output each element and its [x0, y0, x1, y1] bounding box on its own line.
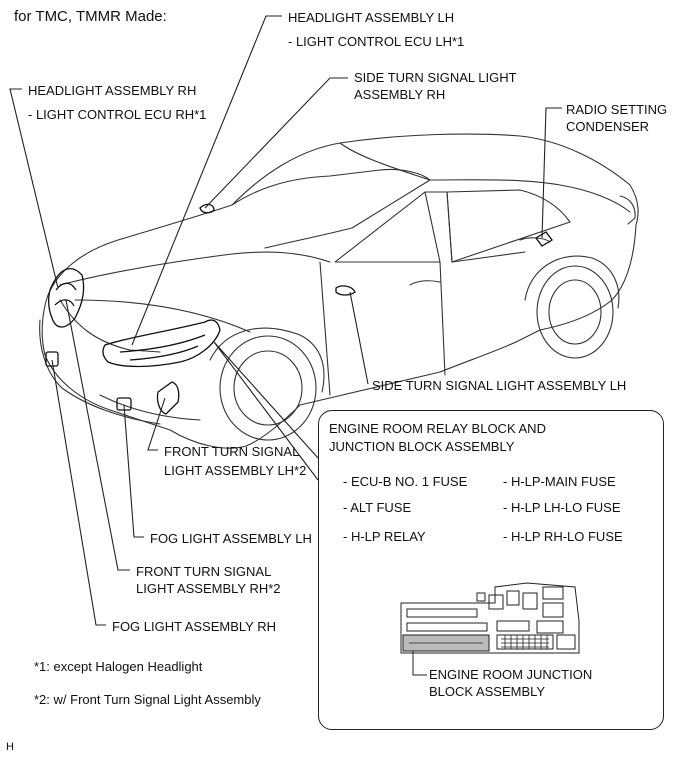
junction-block-drawing — [400, 582, 580, 654]
leader-headlight-lh — [131, 15, 282, 346]
note-1: *1: except Halogen Headlight — [34, 659, 203, 674]
junction-leader-line — [412, 651, 427, 676]
note-2: *2: w/ Front Turn Signal Light Assembly — [34, 692, 261, 707]
leader-front-turn-rh — [65, 299, 130, 571]
leader-radio — [541, 107, 562, 239]
headlight-lh-label: HEADLIGHT ASSEMBLY LH — [288, 10, 455, 25]
front-wheel — [219, 335, 317, 441]
light-ecu-lh-label: - LIGHT CONTROL ECU LH*1 — [288, 34, 465, 49]
grille — [59, 299, 161, 353]
leader-side-turn-lh — [349, 291, 369, 385]
side-turn-lh-label: SIDE TURN SIGNAL LIGHT ASSEMBLY LH — [372, 378, 627, 393]
fog-lh-label: FOG LIGHT ASSEMBLY LH — [150, 531, 312, 546]
relay-item-alt-fuse: - ALT FUSE — [343, 500, 412, 515]
relay-item-hlp-rh-lo-fuse: - H-LP RH-LO FUSE — [503, 529, 623, 544]
side-window-rear — [446, 189, 571, 263]
relay-box-title-line2: JUNCTION BLOCK ASSEMBLY — [329, 439, 515, 454]
front-bumper — [39, 319, 161, 425]
page-title: for TMC, TMMR Made: — [14, 8, 167, 25]
leader-fog-rh — [51, 359, 106, 626]
junction-label-line2: BLOCK ASSEMBLY — [429, 684, 546, 699]
car-body-outline — [41, 133, 639, 449]
front-turn-lh-label-line2: LIGHT ASSEMBLY LH*2 — [164, 463, 307, 478]
corner-mark: H — [6, 741, 14, 753]
side-turn-rh-label-line2: ASSEMBLY RH — [354, 87, 446, 102]
rear-wheel — [536, 265, 614, 359]
leader-side-turn-rh — [204, 77, 348, 209]
leader-front-turn-lh — [147, 397, 166, 451]
front-turn-lh-part — [156, 381, 180, 415]
relay-item-hlp-main-fuse: - H-LP-MAIN FUSE — [503, 474, 616, 489]
front-turn-rh-label-line2: LIGHT ASSEMBLY RH*2 — [136, 581, 281, 596]
leader-fog-lh — [123, 404, 144, 538]
relay-box-title-line1: ENGINE ROOM RELAY BLOCK AND — [329, 421, 546, 436]
relay-item-ecu-b-fuse: - ECU-B NO. 1 FUSE — [343, 474, 468, 489]
headlight-lh-part — [102, 319, 221, 368]
fog-light-rh-part — [45, 351, 59, 367]
leader-relay-box — [213, 341, 319, 481]
radio-label-line2: CONDENSER — [566, 119, 650, 134]
relay-item-hlp-relay: - H-LP RELAY — [343, 529, 426, 544]
side-window-front — [334, 191, 441, 263]
relay-item-hlp-lh-lo-fuse: - H-LP LH-LO FUSE — [503, 500, 621, 515]
front-turn-lh-label-line1: FRONT TURN SIGNAL — [164, 444, 300, 459]
side-turn-lh-part — [335, 285, 356, 296]
side-turn-rh-label-line1: SIDE TURN SIGNAL LIGHT — [354, 70, 517, 85]
radio-label-line1: RADIO SETTING — [566, 102, 668, 117]
fog-rh-label: FOG LIGHT ASSEMBLY RH — [112, 619, 276, 634]
side-turn-rh-part — [199, 203, 215, 214]
headlight-rh-part — [48, 268, 85, 328]
light-ecu-rh-label: - LIGHT CONTROL ECU RH*1 — [28, 107, 207, 122]
windshield — [231, 168, 431, 249]
junction-label-line1: ENGINE ROOM JUNCTION — [429, 667, 593, 682]
relay-block-callout: ENGINE ROOM RELAY BLOCK AND JUNCTION BLO… — [318, 410, 664, 730]
headlight-rh-label: HEADLIGHT ASSEMBLY RH — [28, 83, 197, 98]
front-turn-rh-label-line1: FRONT TURN SIGNAL — [136, 564, 272, 579]
leader-headlight-rh — [9, 88, 59, 289]
